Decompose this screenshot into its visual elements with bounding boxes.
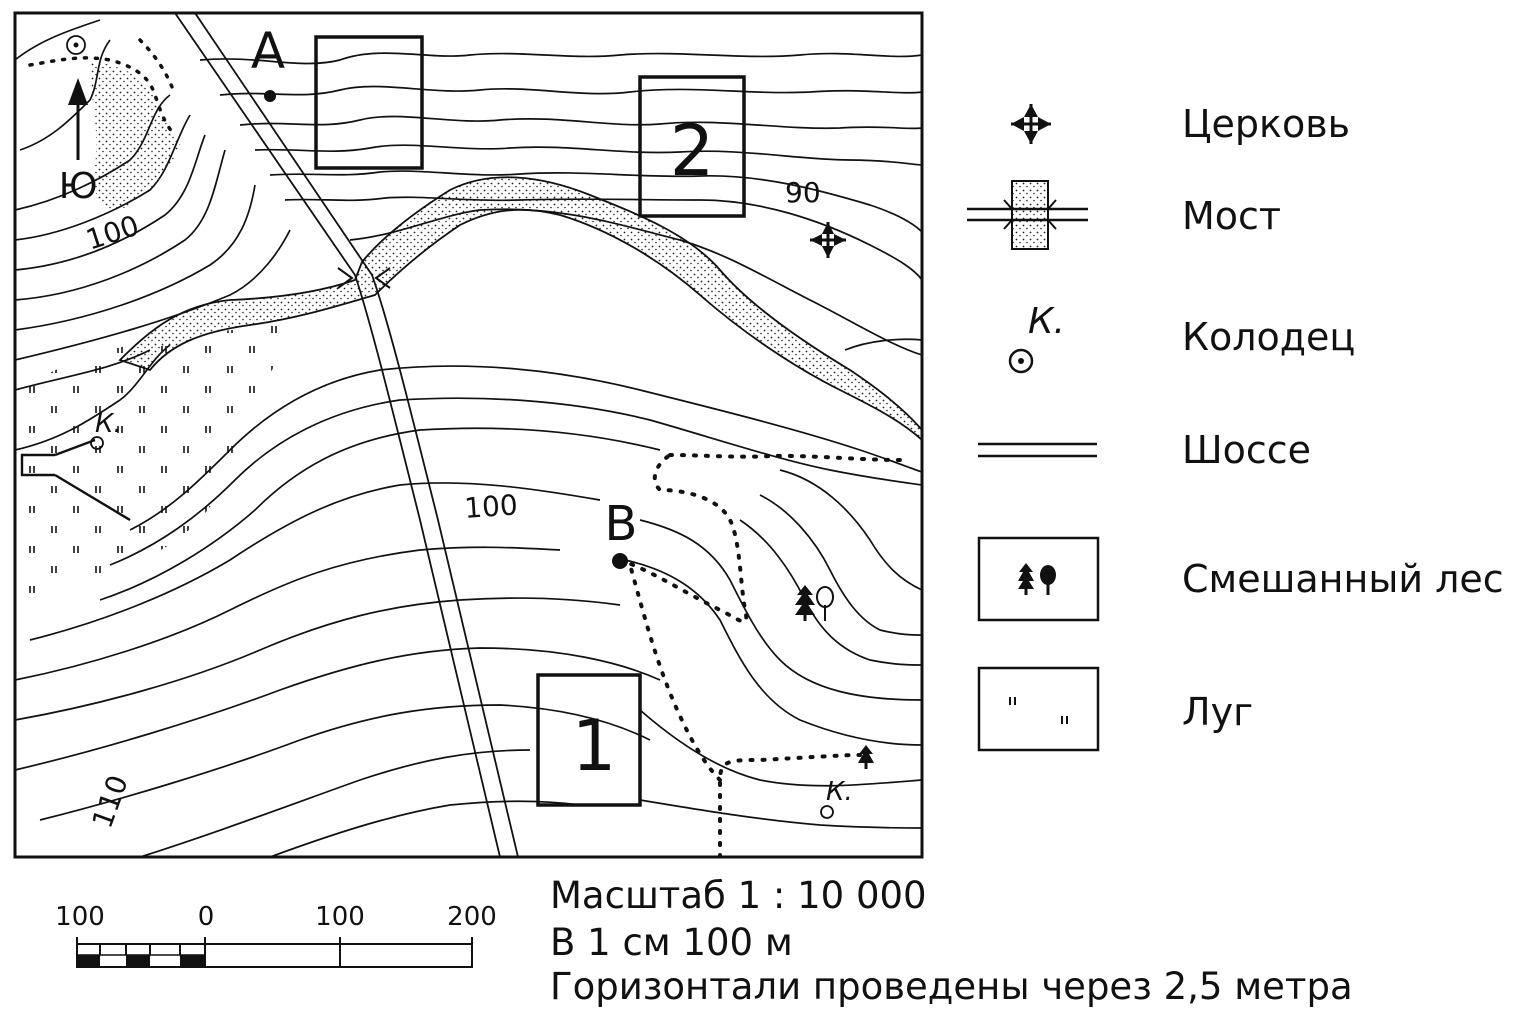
legend-well-symbol-label: К. [1028,301,1065,342]
contour-interval-text: Горизонтали проведены через 2,5 метра [550,965,1353,1008]
map-frame [13,11,924,859]
contour-label-110: 110 [86,771,135,833]
area-a-frame [314,35,424,170]
dotted-path-north [28,38,177,137]
scale-text: Масштаб 1 : 10 000 [550,874,927,917]
north-label: Ю [59,166,98,207]
area-1-label: 1 [572,705,617,787]
point-b-label: В [605,496,638,552]
legend-church-label: Церковь [1182,102,1350,146]
scale-tick-label: 100 [315,902,365,932]
legend-highway-label: Шоссе [1182,428,1312,472]
area-1-frame [536,673,642,807]
sand-area-north [90,60,180,211]
north-arrow [66,35,88,160]
legend-well-label: Колодец [1182,315,1356,359]
legend-church-icon [1011,104,1051,144]
legend-meadow-icon [977,666,1100,752]
area-2-label: 2 [670,110,715,192]
meadow-area [15,320,300,600]
contour-label-90: 90 [785,176,821,209]
legend-bridge-label: Мост [1182,194,1282,238]
legend-meadow-label: Луг [1182,690,1254,734]
contour-label-100-top: 100 [82,209,143,257]
scale-tick-label: 0 [198,902,215,932]
map-area: 1 2 А В Ю 100 100 110 90 К. К. [15,13,922,857]
conifer-icon [858,745,874,769]
legend-bridge-icon [967,180,1088,250]
scale-tick-label: 200 [447,902,497,932]
area-2-frame [638,75,746,218]
per-cm-text: В 1 см 100 м [550,921,793,964]
legend-well-icon [1008,348,1034,374]
legend-mixed-forest-label: Смешанный лес [1182,557,1504,601]
legend-highway-icon [978,442,1097,458]
contour-label-100-mid: 100 [463,488,519,525]
dotted-trail [618,453,902,857]
scale-tick-label: 100 [55,902,105,932]
well-left-structure [20,438,131,522]
bridge-marker [337,267,391,289]
highway [174,13,519,857]
well-label-map-2: К. [826,777,853,807]
point-b-marker [612,553,628,569]
scale-bar: 100 0 100 200 [55,902,497,968]
legend-mixed-forest-icon [977,536,1100,622]
point-a-label: А [251,22,285,80]
church-icon [810,222,846,258]
well-icon [820,805,834,819]
well-icon [90,436,104,450]
well-label-map: К. [95,409,122,439]
forest-icon [795,585,834,621]
point-a-marker [264,90,276,102]
